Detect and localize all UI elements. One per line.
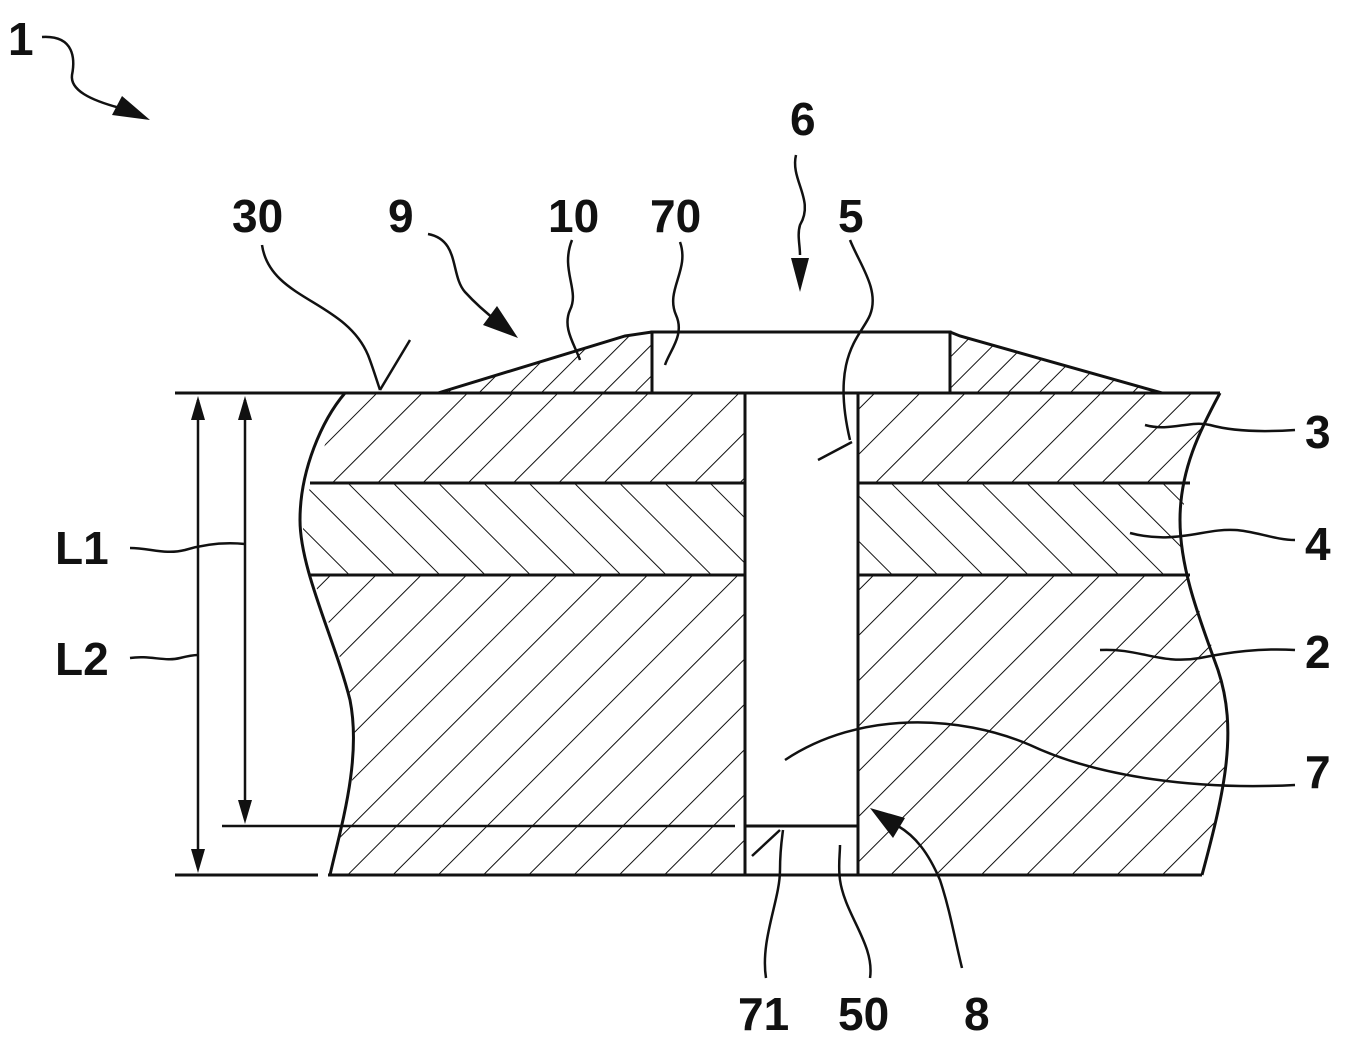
fillet-left-edge	[437, 330, 653, 395]
dimension-l1-arrowhead-bottom	[238, 800, 252, 824]
leader-50	[837, 844, 872, 979]
leader-71	[763, 829, 785, 979]
label-4: 4	[1305, 518, 1331, 570]
leader-L1	[129, 542, 246, 554]
label-7: 7	[1305, 746, 1331, 798]
pin-head-70	[650, 330, 952, 395]
leader-30-tick	[378, 339, 412, 391]
label-30: 30	[232, 190, 283, 242]
label-3: 3	[1305, 406, 1331, 458]
label-5: 5	[838, 190, 864, 242]
leader-L2	[129, 653, 199, 661]
label-6: 6	[790, 93, 816, 145]
pin-7-body	[743, 391, 860, 828]
leader-1	[41, 35, 121, 110]
dimension-l2-arrowhead-top	[191, 396, 205, 420]
label-2: 2	[1305, 626, 1331, 678]
label-50: 50	[838, 988, 889, 1040]
leader-6	[793, 154, 807, 256]
label-9: 9	[388, 190, 414, 242]
label-70: 70	[650, 190, 701, 242]
leader-2	[1099, 648, 1296, 661]
leader-5	[842, 239, 874, 441]
leader-4	[1129, 528, 1296, 542]
substrate-2	[312, 575, 1229, 875]
arrowhead-8	[870, 808, 905, 838]
label-1: 1	[8, 13, 34, 65]
dimension-l1-arrowhead-top	[238, 396, 252, 420]
leader-10	[566, 239, 582, 361]
leader-9	[427, 232, 499, 323]
arrowhead-1	[112, 96, 150, 120]
leader-5-tick	[817, 440, 853, 462]
label-L2: L2	[55, 633, 109, 685]
layer-4-middle	[303, 483, 1188, 575]
fillet-right-edge	[949, 330, 1163, 395]
leader-8	[897, 824, 964, 969]
dimension-l2-arrowhead-bottom	[191, 849, 205, 873]
layer-3-top	[312, 393, 1220, 483]
pin-tip-71-mark	[751, 829, 781, 857]
label-10: 10	[548, 190, 599, 242]
right-break-edge	[1178, 392, 1230, 876]
leader-30	[260, 244, 382, 391]
arrowhead-6	[791, 258, 809, 292]
leader-7	[784, 721, 1296, 788]
left-break-edge	[298, 392, 355, 876]
leader-70	[663, 241, 684, 366]
label-L1: L1	[55, 522, 109, 574]
arrowhead-9	[483, 306, 518, 338]
label-8: 8	[964, 988, 990, 1040]
label-71: 71	[738, 988, 789, 1040]
fillet-10-right	[950, 332, 1162, 393]
leader-3	[1144, 422, 1296, 433]
